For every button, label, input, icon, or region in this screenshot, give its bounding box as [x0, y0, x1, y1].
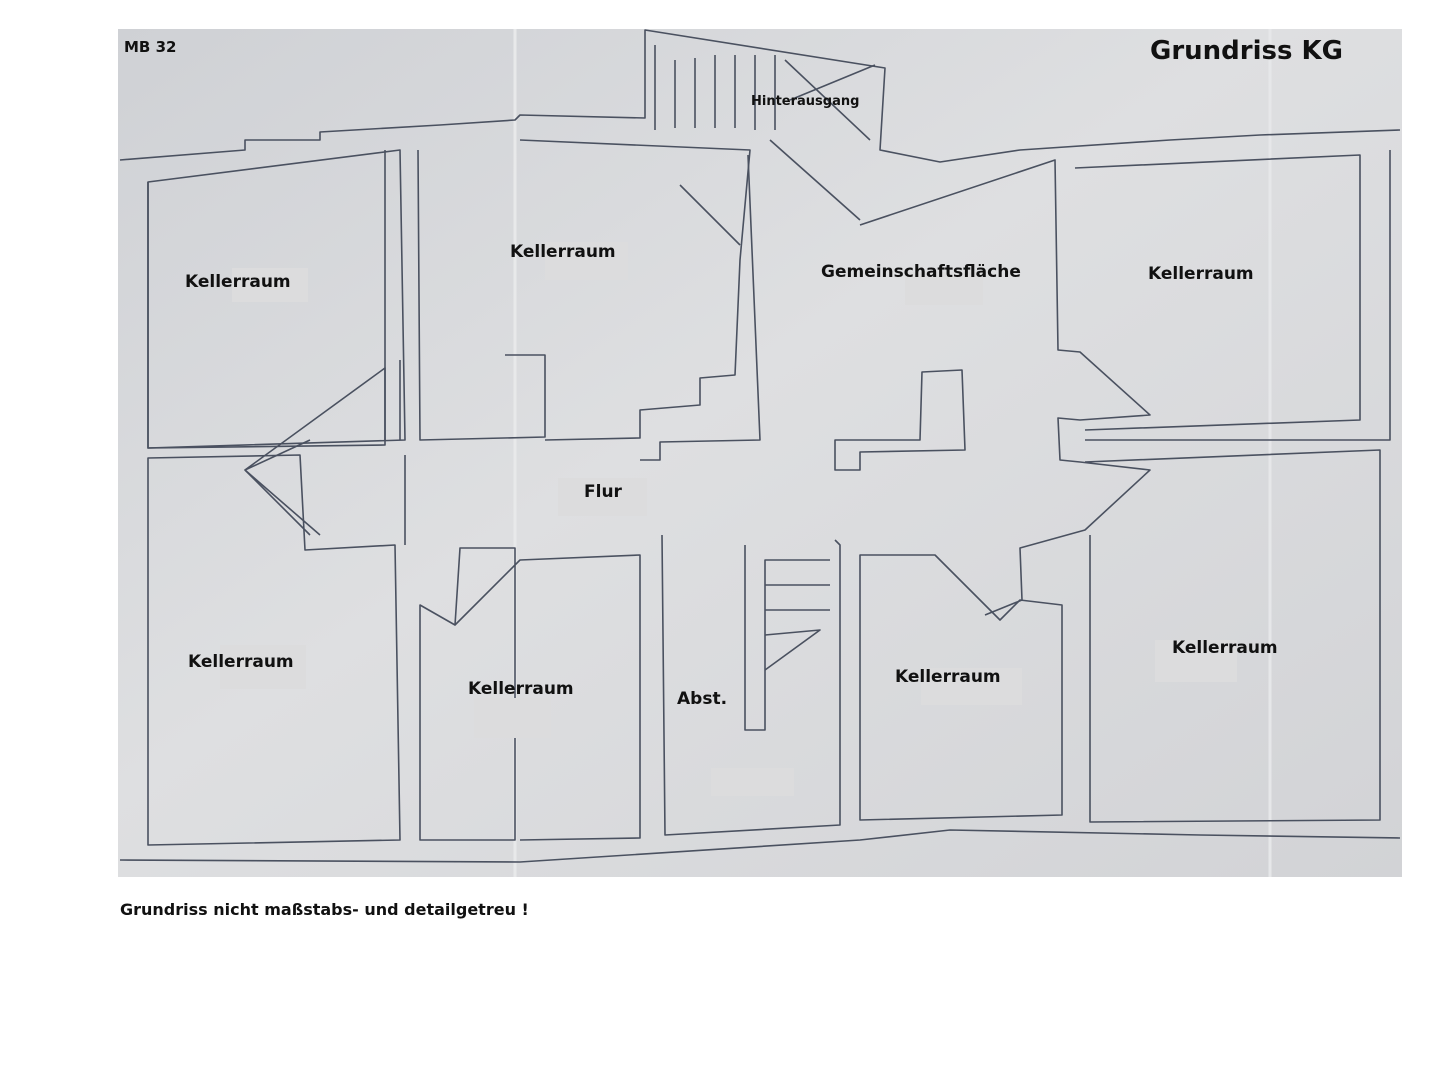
wall-abst: [661, 534, 841, 836]
label-patch: [545, 242, 628, 280]
room-label-kellerraum: Kellerraum: [895, 667, 1001, 687]
plan-title: Grundriss KG: [1150, 36, 1344, 66]
room-label-kellerraum: Kellerraum: [185, 272, 291, 292]
paper-background: [118, 29, 1402, 877]
wall-gemeinschaft: [859, 159, 1151, 616]
room-label-kellerraum: Kellerraum: [468, 679, 574, 699]
room-label-kellerraum: Kellerraum: [510, 242, 616, 262]
wall-kr-top-left: [147, 150, 386, 449]
label-patch: [905, 272, 983, 305]
plan-code: MB 32: [124, 38, 177, 56]
floor-plan-drawing: [118, 29, 1402, 877]
wall-kr-bottom-left: [147, 454, 401, 846]
walls: [119, 29, 1401, 863]
wall-kr-bottom-center-right: [859, 554, 1063, 821]
label-patch: [558, 478, 647, 516]
label-patch: [711, 768, 794, 796]
wall-kr-top-mid: [417, 149, 546, 441]
room-label-kellerraum: Kellerraum: [188, 652, 294, 672]
stair-top: [654, 45, 776, 130]
wall-central: [640, 154, 761, 461]
room-label-abst: Abst.: [677, 689, 728, 709]
wall-kr-right: [1074, 154, 1361, 431]
outer-wall: [119, 29, 1401, 163]
room-label-kellerraum: Kellerraum: [1148, 264, 1254, 284]
room-label-kellerraum: Kellerraum: [1172, 638, 1278, 658]
label-patch: [921, 668, 1022, 705]
disclaimer-note: Grundriss nicht maßstabs- und detailgetr…: [120, 900, 529, 919]
label-patch: [232, 268, 308, 302]
room-label-gemeinschaftsflaeche: Gemeinschaftsfläche: [821, 262, 1021, 282]
room-label-flur: Flur: [584, 482, 622, 502]
room-label-hinterausgang: Hinterausgang: [751, 94, 860, 109]
outer-wall-bottom: [119, 829, 1401, 863]
label-patch: [1155, 640, 1237, 682]
label-patch: [220, 645, 306, 689]
label-patch: [474, 698, 551, 738]
